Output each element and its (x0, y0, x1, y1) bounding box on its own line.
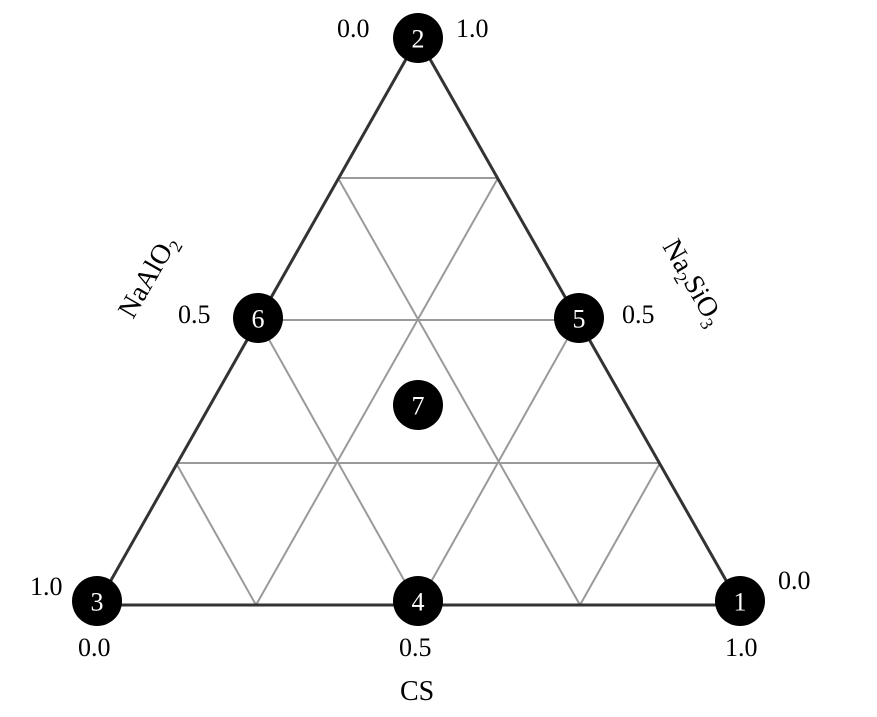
tick-left-mid: 0.5 (178, 300, 211, 329)
node-4-circle (393, 576, 443, 626)
node-3-circle (72, 576, 122, 626)
grid-diagonal-5 (417, 319, 579, 606)
grid-diagonal-3 (175, 462, 257, 606)
node-2-circle (393, 13, 443, 63)
tick-bottom-left-below: 0.0 (78, 633, 111, 662)
axis-label-bottom: CS (400, 676, 434, 707)
tick-bottom-right-side: 0.0 (778, 566, 811, 595)
grid-diagonal-6 (579, 462, 661, 606)
node-4-label: 4 (412, 588, 425, 617)
node-2-label: 2 (412, 25, 425, 54)
node-3-label: 3 (91, 588, 104, 617)
node-7-circle (393, 380, 443, 430)
node-7: 7 (393, 380, 443, 430)
tick-bottom-right-below: 1.0 (725, 633, 758, 662)
node-7-label: 7 (412, 392, 425, 421)
node-5-circle (554, 293, 604, 343)
tick-bottom-mid: 0.5 (399, 633, 432, 662)
axis-label-left: NaAlO2 (112, 230, 186, 325)
grid-diagonal-2 (257, 319, 419, 606)
tick-bottom-left-side: 1.0 (30, 572, 63, 601)
node-1: 1 (715, 576, 765, 626)
node-1-circle (715, 576, 765, 626)
tick-top-right: 1.0 (456, 14, 489, 43)
axis-label-right: Na2SiO3 (653, 234, 730, 333)
tick-right-mid: 0.5 (622, 300, 655, 329)
grid-lines (175, 177, 661, 606)
axis-label-left-main: NaAlO (112, 238, 179, 324)
tick-top-left: 0.0 (337, 14, 370, 43)
grid-diagonal-4 (255, 177, 499, 606)
axis-label-right-pre: Na (656, 234, 699, 278)
node-6: 6 (233, 293, 283, 343)
node-4: 4 (393, 576, 443, 626)
node-6-label: 6 (252, 305, 265, 334)
node-6-circle (233, 293, 283, 343)
node-5: 5 (554, 293, 604, 343)
grid-diagonal-1 (337, 177, 581, 606)
node-2: 2 (393, 13, 443, 63)
node-3: 3 (72, 576, 122, 626)
node-1-label: 1 (734, 588, 747, 617)
node-5-label: 5 (573, 305, 586, 334)
